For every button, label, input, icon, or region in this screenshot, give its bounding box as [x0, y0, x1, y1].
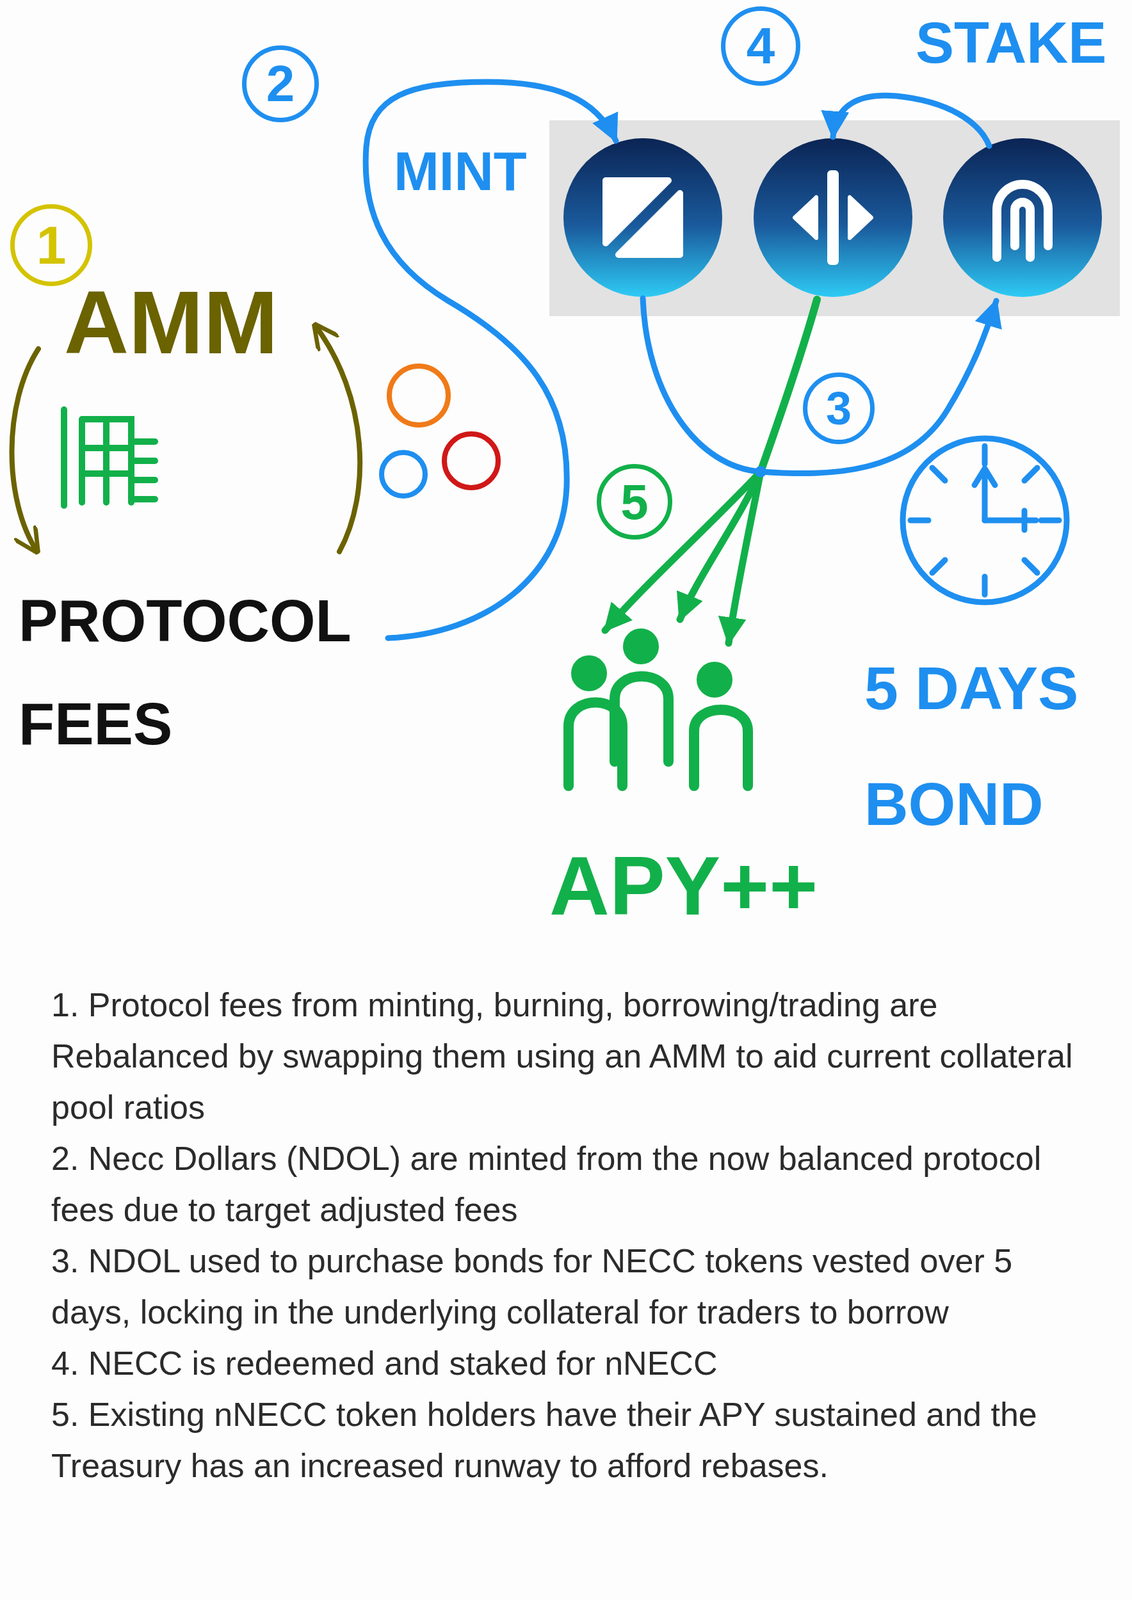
coin-circle [381, 452, 426, 497]
stake-label: STAKE [915, 14, 1107, 72]
cycle-arrow [315, 325, 360, 552]
building-line [81, 419, 132, 503]
reward-arrow [728, 471, 761, 644]
fees-label: PROTOCOL FEES [18, 569, 403, 777]
building-line [81, 448, 132, 474]
icon-glyph [996, 184, 1049, 258]
person-head [576, 660, 602, 687]
clock-ticks [910, 446, 1060, 595]
bond-label: 5 DAYS BOND [864, 630, 1121, 862]
icon-glyph [1014, 202, 1031, 258]
stake-arrow [832, 95, 990, 146]
note-text: 3. NDOL used to purchase bonds for NECC … [51, 1235, 1089, 1339]
callout-number: 3 [825, 385, 852, 432]
mint-label: MINT [393, 144, 527, 199]
icon-glyph [618, 193, 680, 255]
apy-label: APY++ [549, 838, 818, 935]
coin-circle [389, 366, 449, 426]
reward-arrow [760, 299, 817, 472]
mint-arrow [365, 81, 616, 639]
callout-number: 2 [266, 58, 296, 110]
person-head [701, 667, 728, 693]
coin-circle [444, 434, 499, 488]
necc-icon [753, 138, 913, 298]
clock-face [902, 438, 1067, 603]
amm-label: AMM [64, 268, 278, 377]
person-head [628, 633, 654, 660]
note-text: 5. Existing nNECC token holders have the… [51, 1389, 1089, 1492]
icon-glyph [794, 197, 817, 239]
icon-glyph [827, 170, 839, 266]
icon-disc [943, 138, 1102, 298]
callout-number: 4 [746, 20, 776, 72]
icon-disc [753, 138, 913, 298]
note-text: 4. NECC is redeemed and staked for nNECC [51, 1338, 1089, 1390]
notes-list: 1. Protocol fees from minting, burning, … [51, 979, 1089, 1492]
callout-circle: 2 [242, 45, 319, 123]
nnecc-icon [943, 138, 1102, 298]
note-text: 2. Necc Dollars (NDOL) are minted from t… [51, 1133, 1089, 1236]
callout-circle: 4 [720, 6, 801, 86]
building-icon [64, 409, 155, 506]
callout-circle: 3 [802, 372, 875, 445]
clock-hand [974, 468, 995, 521]
person-body [614, 676, 669, 762]
callout-number: 1 [36, 218, 67, 273]
clock-icon [902, 438, 1067, 603]
icon-band [549, 120, 1120, 317]
callout-number: 5 [620, 477, 648, 527]
note-text: 1. Protocol fees from minting, burning, … [51, 979, 1089, 1134]
building-line [131, 441, 155, 500]
people-icon [568, 633, 748, 787]
building-line [60, 409, 68, 506]
icon-glyph [849, 197, 872, 239]
ndol-icon [563, 138, 723, 298]
junction-dot [754, 466, 767, 478]
cycle-arrow [11, 348, 39, 552]
person-body [694, 710, 748, 787]
clock-hand [984, 510, 1036, 531]
icon-disc [563, 138, 723, 298]
callout-circle: 5 [596, 464, 673, 540]
